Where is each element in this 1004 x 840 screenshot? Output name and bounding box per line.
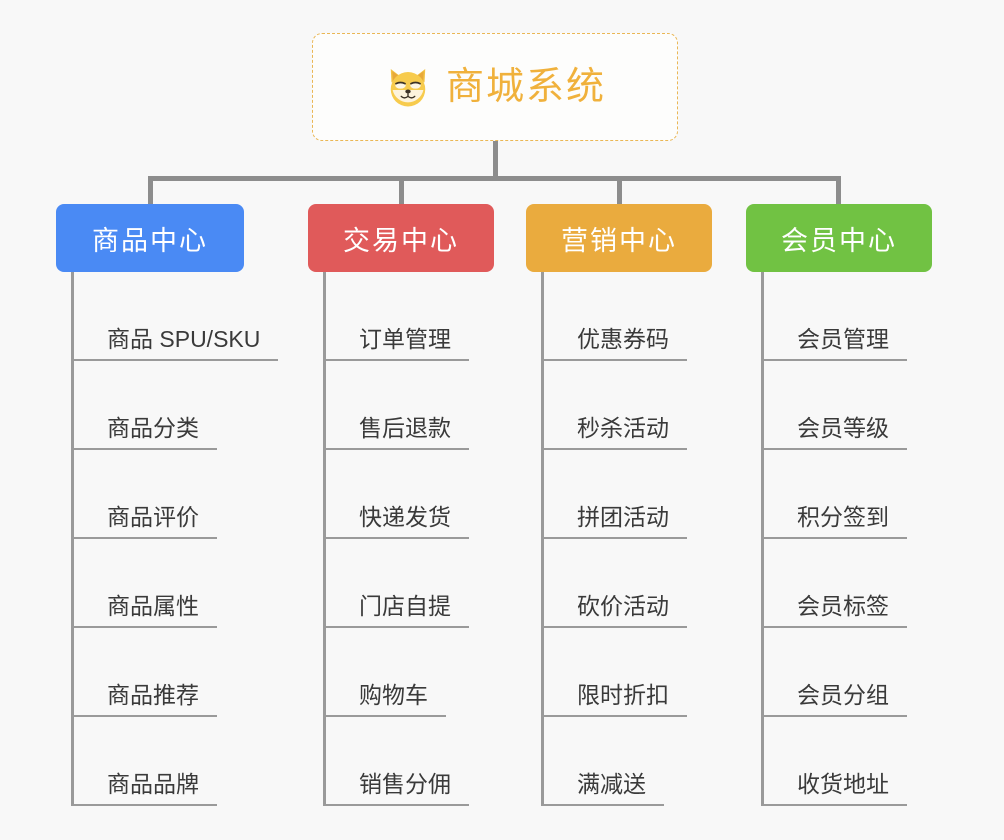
leaf-label: 砍价活动 (544, 595, 687, 628)
leaf-label: 售后退款 (326, 417, 469, 450)
leaf-item[interactable]: 砍价活动 (544, 539, 712, 628)
leaf-list-marketing-center: 优惠券码 秒杀活动 拼团活动 砍价活动 限时折扣 满减送 (541, 272, 712, 806)
leaf-item[interactable]: 优惠券码 (544, 272, 712, 361)
leaf-label: 购物车 (326, 684, 446, 717)
leaf-item[interactable]: 会员标签 (764, 539, 932, 628)
connector-drop-member-center (836, 176, 841, 206)
leaf-list-member-center: 会员管理 会员等级 积分签到 会员标签 会员分组 收货地址 (761, 272, 932, 806)
leaf-label: 收货地址 (764, 773, 907, 806)
leaf-item[interactable]: 销售分佣 (326, 717, 494, 806)
leaf-item[interactable]: 积分签到 (764, 450, 932, 539)
leaf-label: 满减送 (544, 773, 664, 806)
leaf-item[interactable]: 快递发货 (326, 450, 494, 539)
leaf-item[interactable]: 商品分类 (74, 361, 293, 450)
connector-drop-trade-center (399, 176, 404, 206)
leaf-label: 订单管理 (326, 328, 469, 361)
leaf-item[interactable]: 会员管理 (764, 272, 932, 361)
leaf-list-trade-center: 订单管理 售后退款 快递发货 门店自提 购物车 销售分佣 (323, 272, 494, 806)
leaf-label: 商品推荐 (74, 684, 217, 717)
connector-horizontal-bar (150, 176, 839, 181)
leaf-label: 商品评价 (74, 506, 217, 539)
leaf-label: 优惠券码 (544, 328, 687, 361)
leaf-label: 商品属性 (74, 595, 217, 628)
connector-drop-marketing-center (617, 176, 622, 206)
shiba-dog-icon (390, 69, 426, 108)
leaf-label: 商品分类 (74, 417, 217, 450)
leaf-item[interactable]: 订单管理 (326, 272, 494, 361)
leaf-label: 快递发货 (326, 506, 469, 539)
root-node[interactable]: 商城系统 (312, 33, 678, 141)
branch-marketing-center: 营销中心 优惠券码 秒杀活动 拼团活动 砍价活动 限时折扣 满减送 (526, 204, 712, 806)
leaf-label: 商品品牌 (74, 773, 217, 806)
leaf-label: 秒杀活动 (544, 417, 687, 450)
leaf-label: 门店自提 (326, 595, 469, 628)
category-label: 会员中心 (781, 225, 897, 256)
leaf-item[interactable]: 拼团活动 (544, 450, 712, 539)
leaf-item[interactable]: 商品品牌 (74, 717, 293, 806)
leaf-label: 会员管理 (764, 328, 907, 361)
leaf-item[interactable]: 会员等级 (764, 361, 932, 450)
leaf-label: 积分签到 (764, 506, 907, 539)
leaf-item[interactable]: 门店自提 (326, 539, 494, 628)
leaf-label: 商品 SPU/SKU (74, 328, 279, 361)
leaf-item[interactable]: 购物车 (326, 628, 494, 717)
leaf-item[interactable]: 商品评价 (74, 450, 293, 539)
category-box-product-center[interactable]: 商品中心 (56, 204, 244, 272)
leaf-item[interactable]: 会员分组 (764, 628, 932, 717)
root-title: 商城系统 (445, 66, 606, 108)
category-box-trade-center[interactable]: 交易中心 (308, 204, 494, 272)
leaf-list-product-center: 商品 SPU/SKU 商品分类 商品评价 商品属性 商品推荐 商品品牌 (71, 272, 293, 806)
connector-root-stem (493, 141, 498, 178)
category-box-member-center[interactable]: 会员中心 (746, 204, 932, 272)
category-label: 交易中心 (343, 225, 459, 256)
leaf-label: 销售分佣 (326, 773, 469, 806)
leaf-label: 会员分组 (764, 684, 907, 717)
leaf-label: 拼团活动 (544, 506, 687, 539)
category-label: 商品中心 (92, 225, 208, 256)
category-label: 营销中心 (561, 225, 677, 256)
leaf-label: 会员等级 (764, 417, 907, 450)
branch-product-center: 商品中心 商品 SPU/SKU 商品分类 商品评价 商品属性 商品推荐 商品品牌 (56, 204, 293, 806)
leaf-item[interactable]: 商品推荐 (74, 628, 293, 717)
connector-drop-product-center (148, 176, 153, 206)
leaf-label: 限时折扣 (544, 684, 687, 717)
leaf-item[interactable]: 售后退款 (326, 361, 494, 450)
leaf-item[interactable]: 收货地址 (764, 717, 932, 806)
category-box-marketing-center[interactable]: 营销中心 (526, 204, 712, 272)
leaf-label: 会员标签 (764, 595, 907, 628)
leaf-item[interactable]: 商品属性 (74, 539, 293, 628)
leaf-item[interactable]: 秒杀活动 (544, 361, 712, 450)
leaf-item[interactable]: 商品 SPU/SKU (74, 272, 293, 361)
leaf-item[interactable]: 限时折扣 (544, 628, 712, 717)
leaf-item[interactable]: 满减送 (544, 717, 712, 806)
branch-trade-center: 交易中心 订单管理 售后退款 快递发货 门店自提 购物车 销售分佣 (308, 204, 494, 806)
branch-member-center: 会员中心 会员管理 会员等级 积分签到 会员标签 会员分组 收货地址 (746, 204, 932, 806)
